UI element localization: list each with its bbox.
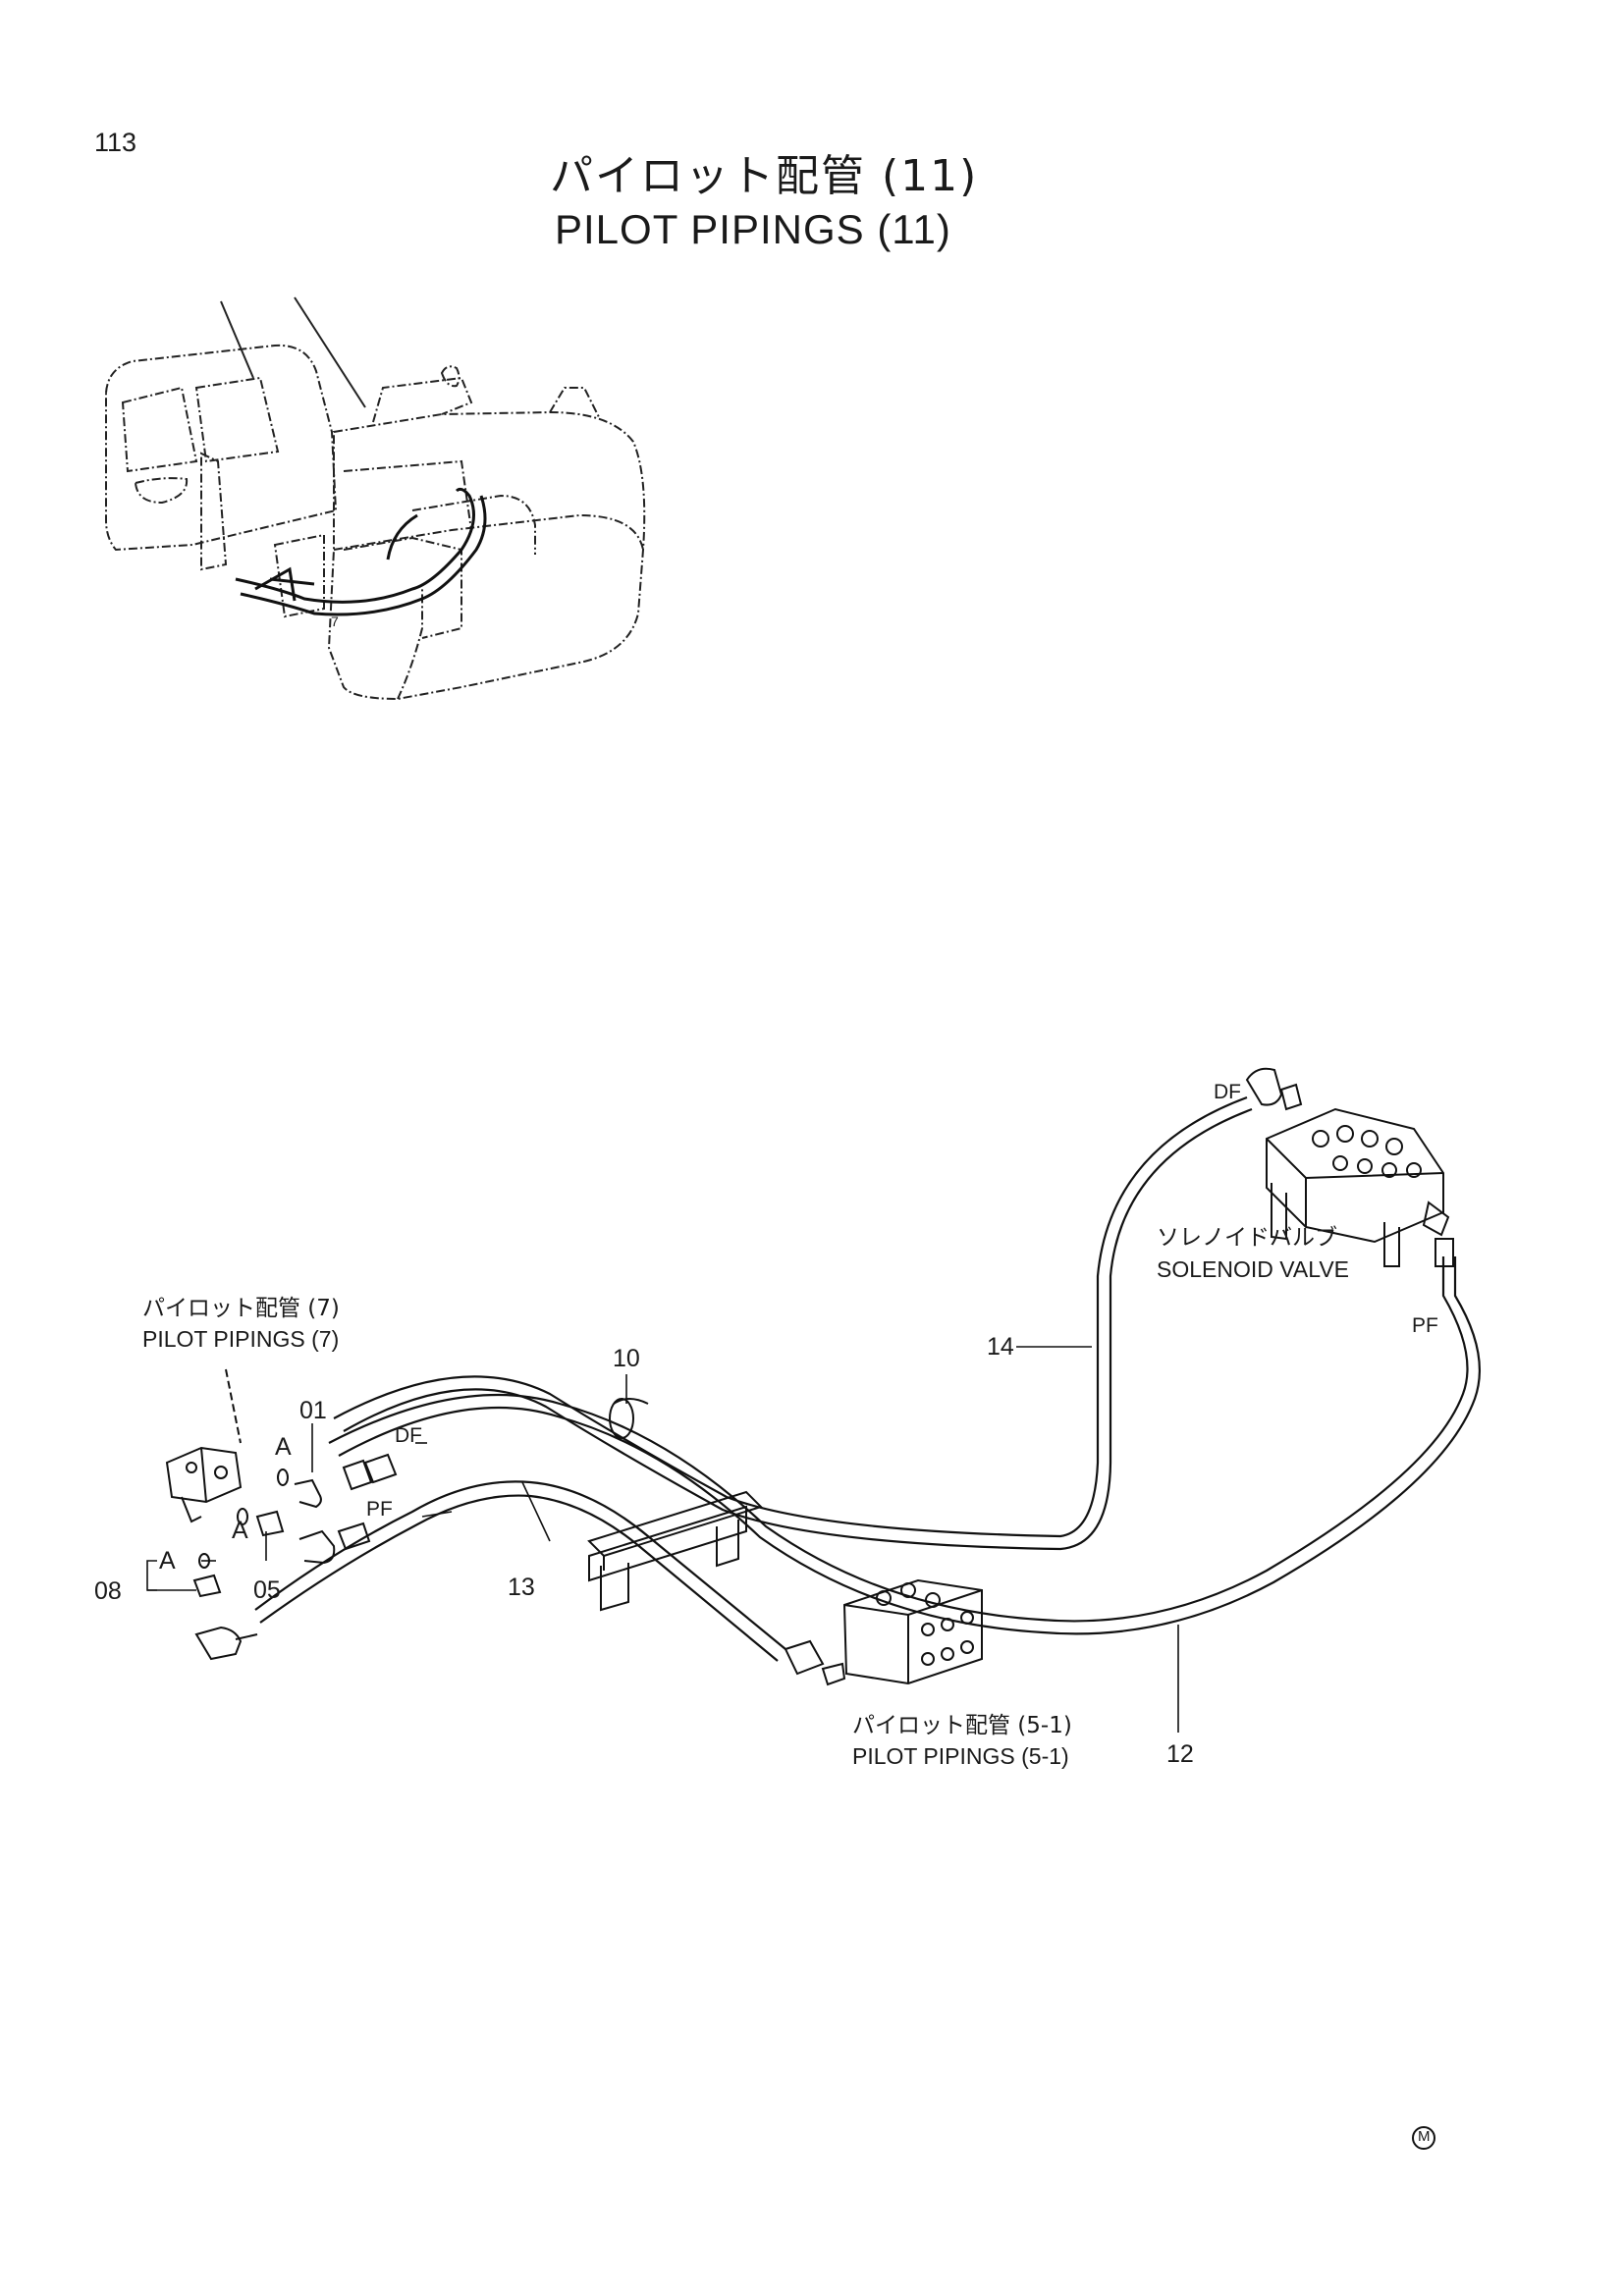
callout-01: 01 [299,1397,327,1424]
port-label-df-left: DF [395,1424,422,1447]
callout-14: 14 [987,1333,1014,1361]
ref-pilot-pipings-5-1-jp: パイロット配管 (5-1) [852,1713,1072,1738]
port-label-pf-left: PF [366,1498,393,1521]
valve-block-left [165,1368,243,1523]
callout-10: 10 [613,1345,640,1372]
callout-13: 13 [508,1574,535,1601]
port-label-pf-right: PF [1412,1314,1438,1337]
ref-pilot-pipings-5-1-en: PILOT PIPINGS (5-1) [852,1743,1069,1769]
page-title-english: PILOT PIPINGS (11) [555,206,951,252]
hose-13 [254,1480,786,1662]
page-title-japanese: パイロット配管 (11) [550,151,979,201]
valve-block-right [784,1578,983,1686]
fittings-left [192,1453,398,1661]
solenoid-valve-assembly [1245,1067,1454,1267]
port-label-df-right: DF [1214,1081,1241,1103]
ref-pilot-pipings-7-jp: パイロット配管 (7) [142,1296,340,1321]
port-label-a-upper: A [275,1433,292,1461]
ref-solenoid-valve-en: SOLENOID VALVE [1157,1256,1349,1282]
callout-08: 08 [94,1577,122,1605]
machine-location-inset [105,296,646,701]
inset-pilot-hoses [235,487,487,616]
m-mark-letter: M [1418,2128,1431,2145]
hose-12 [328,1256,1481,1635]
m-mark-circle [1412,2126,1435,2150]
page-number: 113 [94,128,137,157]
leader-lines-left [146,1346,1179,1733]
port-label-a-lower: A [232,1517,248,1544]
inset-callout: 7 [331,614,339,629]
callout-05: 05 [253,1576,281,1604]
callout-12: 12 [1166,1740,1194,1768]
clamp-bracket-10 [587,1398,763,1612]
port-label-a-bracket: A [159,1547,176,1575]
ref-pilot-pipings-7-en: PILOT PIPINGS (7) [142,1326,340,1352]
hose-14 [333,1095,1253,1551]
ref-solenoid-valve-jp: ソレノイドバルブ [1157,1225,1337,1251]
